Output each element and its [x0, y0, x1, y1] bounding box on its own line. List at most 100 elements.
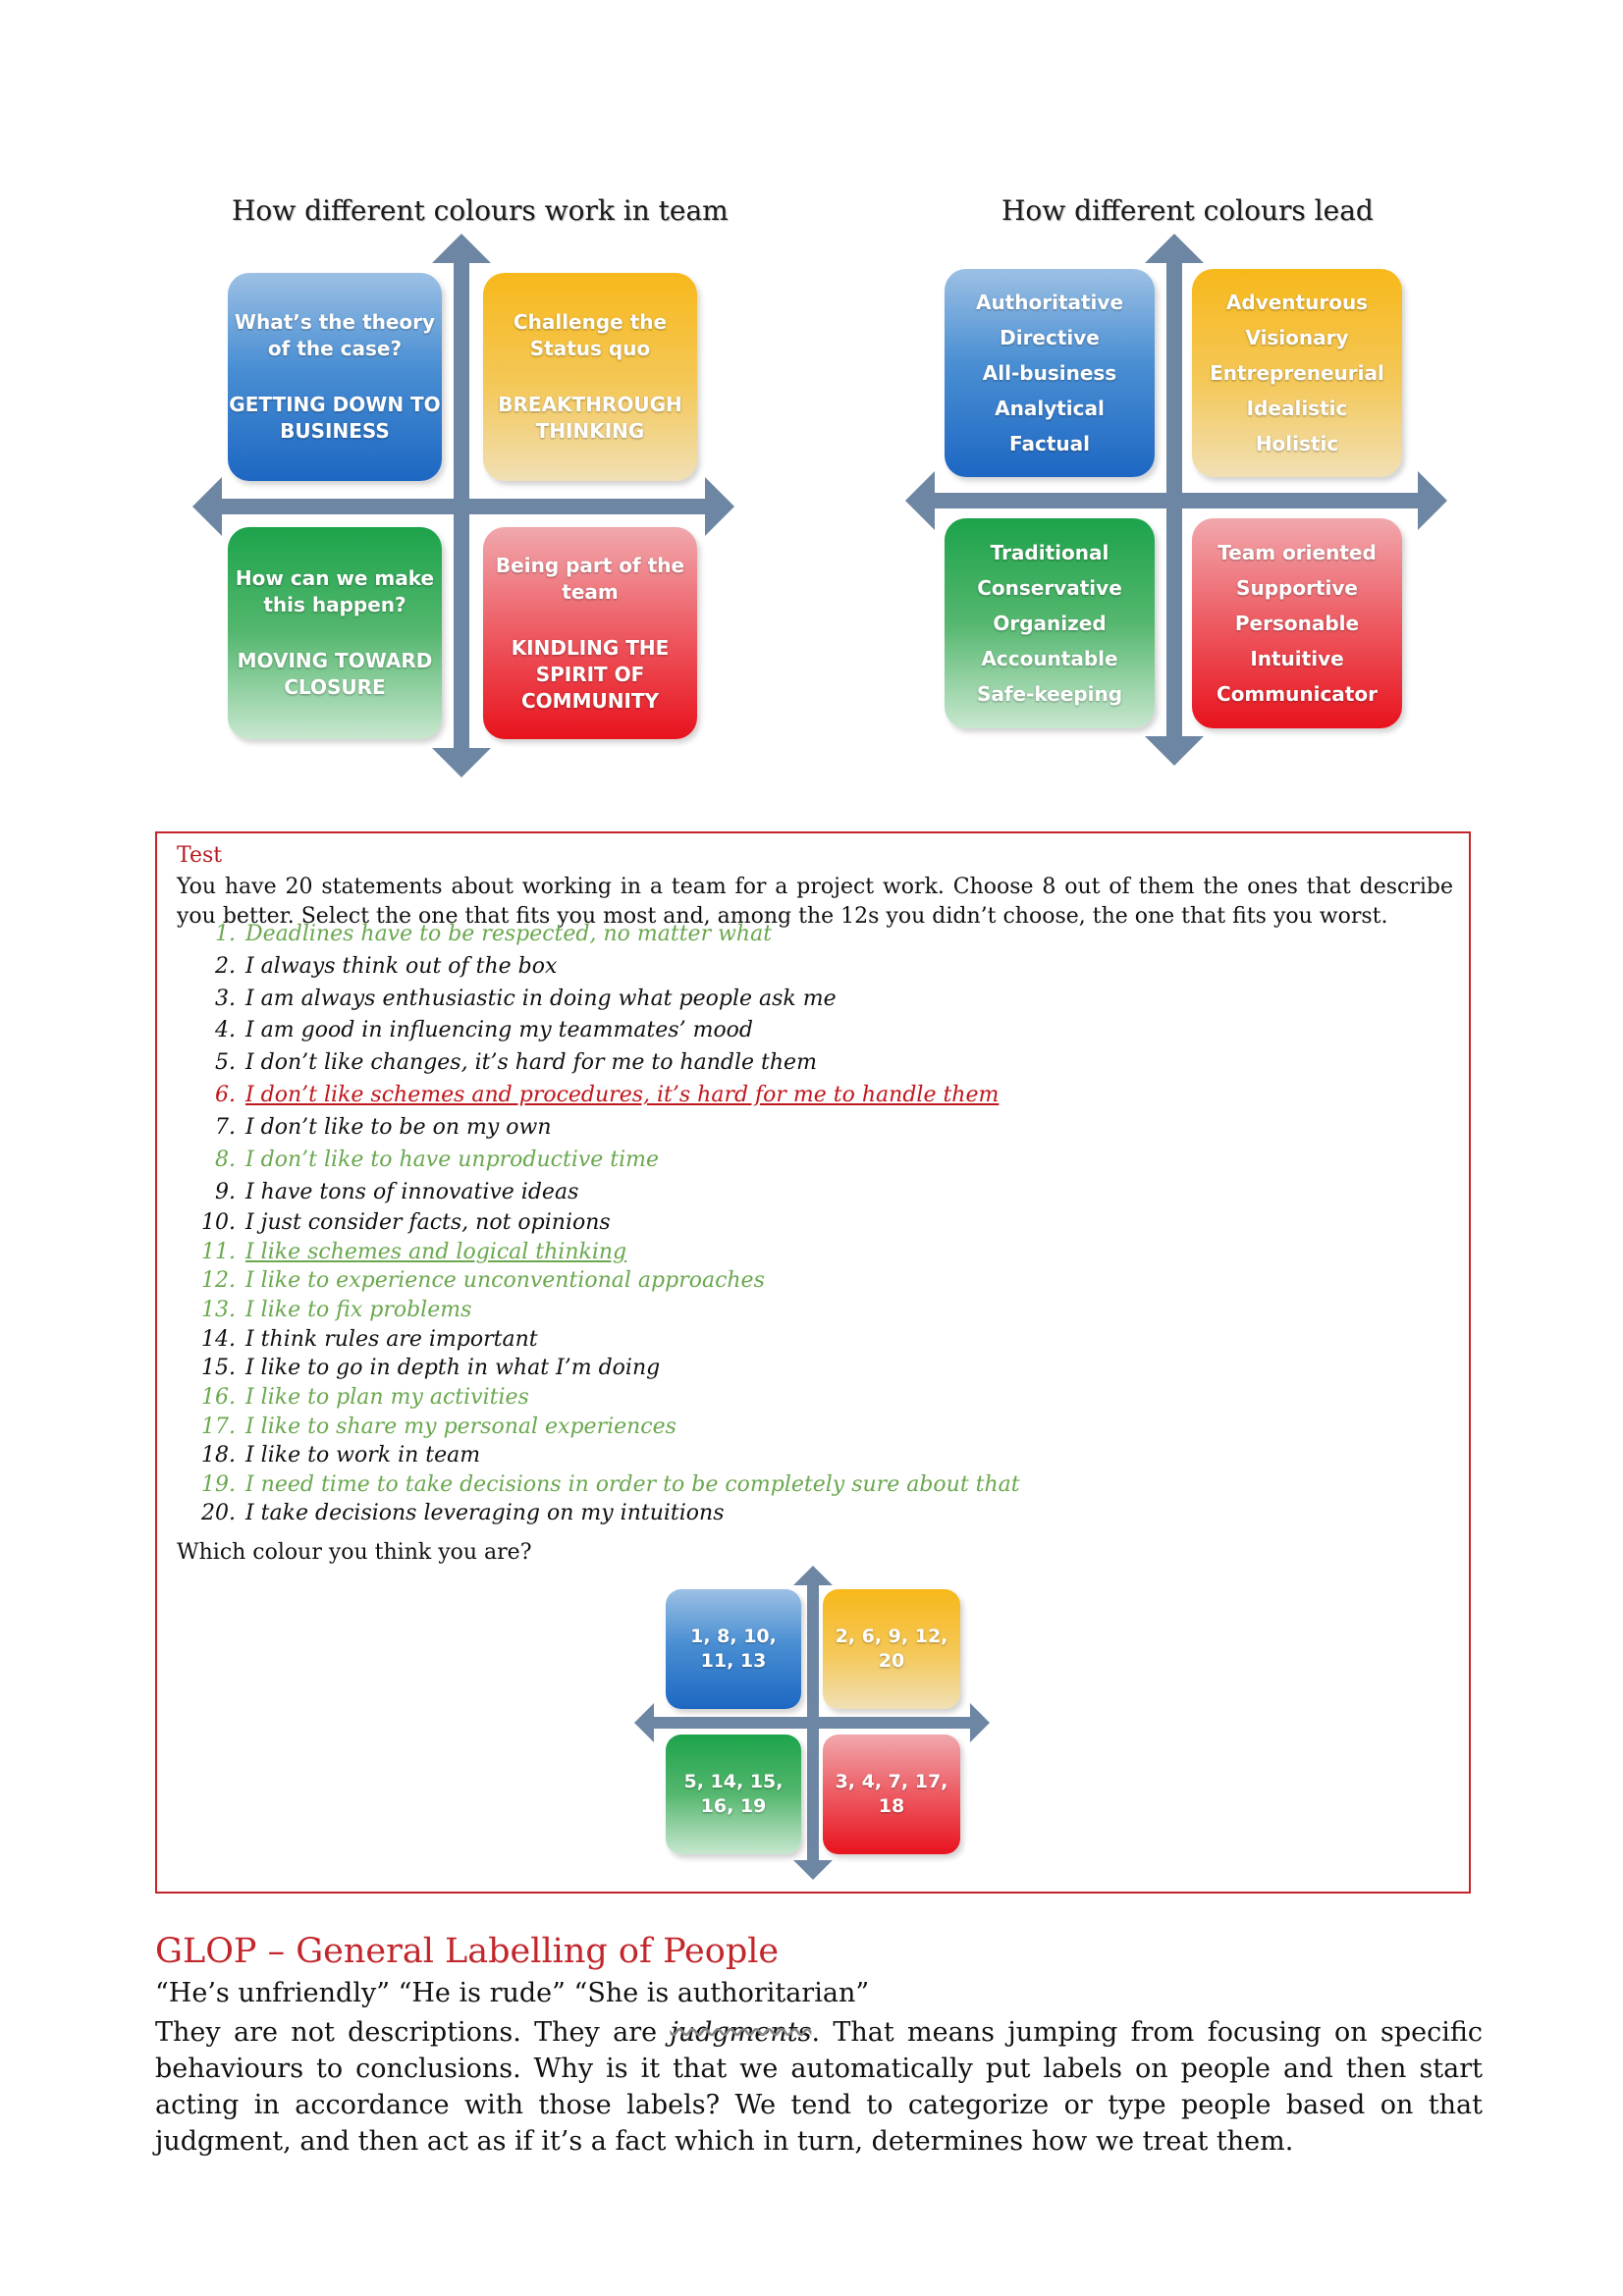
statement-text: I need time to take decisions in order t…: [245, 1472, 1020, 1497]
statement-text: I like to experience unconventional appr…: [245, 1268, 765, 1293]
quadrant-question: How can we make this happen?: [235, 566, 435, 616]
statement-text: I don’t like schemes and procedures, it’…: [245, 1083, 1000, 1107]
statement-number: 16.: [201, 1385, 236, 1410]
trait: All-business: [982, 361, 1117, 385]
statement-text: I am always enthusiastic in doing what p…: [245, 987, 837, 1011]
trait: Adventurous: [1225, 291, 1369, 314]
trait: Intuitive: [1250, 647, 1344, 670]
answer-numbers: 1, 8, 10, 11, 13: [690, 1626, 777, 1672]
test-intro: You have 20 statements about working in …: [177, 875, 1453, 929]
arrow-down-icon: [1145, 736, 1204, 766]
trait: Idealistic: [1246, 397, 1348, 420]
statement-number: 7.: [215, 1115, 236, 1140]
arrow-left-icon: [192, 477, 222, 536]
statement-text: I like schemes and logical thinking: [245, 1240, 627, 1264]
statement-text: I like to share my personal experiences: [245, 1415, 676, 1439]
statement-text: I like to work in team: [245, 1443, 481, 1468]
glop-body-start: They are not descriptions. They are: [155, 2017, 671, 2048]
statement-number: 11.: [201, 1240, 236, 1264]
quadrant-theme: MOVING TOWARD CLOSURE: [237, 649, 433, 699]
horizontal-axis: [218, 499, 709, 514]
glop-quote: “He’s unfriendly” “He is rude” “She is a…: [155, 1978, 870, 2008]
quadrant-theme: GETTING DOWN TO BUSINESS: [229, 393, 441, 443]
trait: Team oriented: [1217, 541, 1377, 564]
quadrant-green: 5, 14, 15, 16, 19: [666, 1735, 801, 1854]
diagram-work-title: How different colours work in team: [232, 194, 729, 227]
glop-body: They are not descriptions. They are judg…: [155, 2014, 1483, 2160]
quadrant-red: Team oriented Supportive Personable Intu…: [1192, 518, 1402, 728]
statement-text: I just consider facts, not opinions: [245, 1210, 611, 1235]
trait: Holistic: [1255, 432, 1339, 455]
quadrant-theme: KINDLING THE SPIRIT OF COMMUNITY: [511, 635, 670, 713]
test-box: Test You have 20 statements about workin…: [155, 831, 1471, 1894]
trait: Authoritative: [975, 291, 1124, 314]
statement-text: I take decisions leveraging on my intuit…: [245, 1501, 725, 1525]
arrow-down-icon: [793, 1860, 833, 1880]
statement-text: Deadlines have to be respected, no matte…: [245, 922, 773, 946]
arrow-right-icon: [705, 477, 734, 536]
test-title: Test: [177, 843, 223, 868]
statement-number: 15.: [201, 1356, 236, 1380]
trait: Personable: [1234, 612, 1360, 635]
statement-text: I am good in influencing my teammates’ m…: [245, 1018, 754, 1042]
statement-number: 20.: [201, 1501, 236, 1525]
statement-text: I think rules are important: [245, 1327, 538, 1352]
statement-number: 13.: [201, 1298, 236, 1322]
statement-number: 14.: [201, 1327, 236, 1352]
test-question: Which colour you think you are?: [177, 1540, 532, 1565]
trait: Safe-keeping: [976, 682, 1123, 706]
horizontal-axis: [650, 1717, 974, 1729]
statement-number: 10.: [201, 1210, 236, 1235]
trait: Accountable: [981, 647, 1118, 670]
trait: Entrepreneurial: [1210, 361, 1384, 385]
quadrant-blue: What’s the theory of the case? GETTING D…: [228, 273, 442, 481]
statement-number: 4.: [215, 1018, 236, 1042]
glop-body-end: . That means jumping from focusing on sp…: [155, 2017, 1483, 2157]
trait: Communicator: [1217, 682, 1378, 706]
statement-text: I like to plan my activities: [245, 1385, 529, 1410]
statement-number: 8.: [215, 1148, 236, 1172]
quadrant-red: Being part of the team KINDLING THE SPIR…: [483, 527, 697, 739]
statement-number: 6.: [215, 1083, 236, 1107]
statement-text: I like to go in depth in what I’m doing: [245, 1356, 661, 1380]
quadrant-blue: Authoritative Directive All-business Ana…: [945, 269, 1155, 477]
trait: Traditional: [990, 541, 1109, 564]
quadrant-green: Traditional Conservative Organized Accou…: [945, 518, 1155, 728]
statement-number: 19.: [201, 1472, 236, 1497]
trait: Conservative: [977, 576, 1122, 600]
statement-text: I don’t like changes, it’s hard for me t…: [245, 1050, 817, 1075]
quadrant-question: Being part of the team: [495, 553, 685, 604]
trait: Supportive: [1236, 576, 1358, 600]
quadrant-green: How can we make this happen? MOVING TOWA…: [228, 527, 442, 739]
quadrant-question: Challenge the Status quo: [513, 310, 668, 360]
glop-title: GLOP – General Labelling of People: [155, 1932, 780, 1971]
trait: Visionary: [1245, 326, 1349, 349]
statement-number: 12.: [201, 1268, 236, 1293]
statement-number: 17.: [201, 1415, 236, 1439]
statement-number: 1.: [215, 922, 236, 946]
quadrant-blue: 1, 8, 10, 11, 13: [666, 1589, 801, 1709]
statement-text: I have tons of innovative ideas: [245, 1180, 579, 1204]
arrow-left-icon: [634, 1703, 654, 1742]
statement-number: 5.: [215, 1050, 236, 1075]
answer-numbers: 2, 6, 9, 12, 20: [835, 1626, 948, 1672]
arrow-down-icon: [432, 748, 491, 777]
statement-text: I like to fix problems: [245, 1298, 472, 1322]
quadrant-question: What’s the theory of the case?: [234, 310, 436, 360]
arrow-up-icon: [793, 1566, 833, 1585]
quadrant-yellow: 2, 6, 9, 12, 20: [823, 1589, 960, 1709]
trait: Analytical: [995, 397, 1105, 420]
horizontal-axis: [931, 493, 1422, 508]
statement-number: 2.: [215, 954, 236, 979]
statement-text: I don’t like to have unproductive time: [245, 1148, 660, 1172]
arrow-right-icon: [1418, 471, 1447, 530]
statement-number: 3.: [215, 987, 236, 1011]
glop-emphasis: judgments: [670, 2017, 812, 2048]
trait: Directive: [1000, 326, 1100, 349]
quadrant-yellow: Challenge the Status quo BREAKTHROUGH TH…: [483, 273, 697, 481]
statement-number: 9.: [215, 1180, 236, 1204]
quadrant-yellow: Adventurous Visionary Entrepreneurial Id…: [1192, 269, 1402, 477]
statement-text: I don’t like to be on my own: [245, 1115, 552, 1140]
arrow-left-icon: [905, 471, 935, 530]
arrow-right-icon: [970, 1703, 990, 1742]
